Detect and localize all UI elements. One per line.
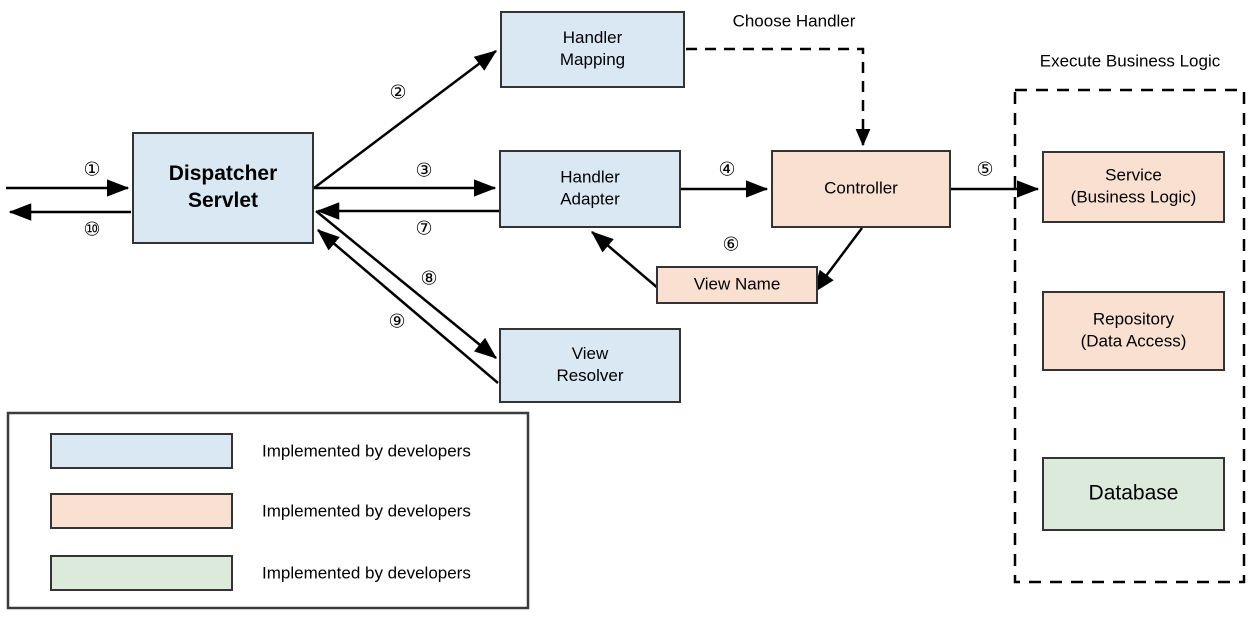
step-number-3: ③ [415,160,432,182]
node-repository-box[interactable] [1042,291,1225,371]
node-controller-label: Controller [824,178,898,197]
node-dispatcher-servlet-box[interactable] [132,132,314,244]
execute-business-logic-border [1013,88,1246,584]
legend-item-green: Implemented by developers [50,555,471,591]
step-number-10: ⑩ [83,219,100,241]
node-dispatcher-servlet-label: Servlet [188,189,258,212]
node-database-box[interactable] [1042,457,1225,531]
step-number-2: ② [389,82,406,104]
choose-handler-label: Choose Handler [733,11,856,30]
step-number-5: ⑤ [976,159,993,181]
legend-item-blue-swatch [50,433,233,469]
node-database[interactable]: Database [1042,457,1225,531]
connector-view-resolver-to-dispatcher [317,229,499,384]
node-view-resolver-label: Resolver [556,366,623,385]
node-handler-adapter-label: Adapter [560,189,620,208]
step-number-labels: ① ② ③ ④ ⑤ ⑥ ⑦ ⑧⑨ ⑩ [83,82,993,333]
node-handler-adapter-box[interactable] [499,150,681,228]
node-repository-label: (Data Access) [1081,331,1187,350]
connector-choose-handler-dashed [686,47,871,147]
legend-item-green-label: Implemented by developers [262,563,471,582]
node-view-resolver-label: View [572,344,609,363]
connector-view-name-to-handler-adapter [591,231,660,290]
step-number-7: ⑦ [415,218,432,240]
step-number-8: ⑧ [420,268,437,290]
step-number-6: ⑥ [722,234,739,256]
legend-item-peach-swatch [50,493,233,529]
node-service-label: Service [1105,165,1162,184]
node-service-box[interactable] [1042,151,1225,223]
node-database-label: Database [1089,482,1179,505]
legend-item-peach: Implemented by developers [50,493,471,529]
flow-connectors [6,47,1040,384]
node-handler-adapter-label: Handler [560,167,620,186]
node-controller-box[interactable] [771,150,951,228]
legend-item-blue: Implemented by developers [50,433,471,469]
node-service[interactable]: Service (Business Logic) [1042,151,1225,223]
node-dispatcher-servlet-label: Dispatcher [169,162,278,185]
step-number-9: ⑨ [388,311,405,333]
legend-item-blue-label: Implemented by developers [262,441,471,460]
connector-controller-to-view-name [813,227,863,293]
step-number-1: ① [83,159,100,181]
node-view-name-box[interactable] [656,266,818,304]
legend-item-green-swatch [50,555,233,591]
execute-business-logic-label: Execute Business Logic [1040,51,1221,70]
connector-dispatcher-to-handler-mapping [313,50,497,189]
execute-business-logic-group: Execute Business Logic [1013,51,1246,584]
node-handler-mapping-label: Handler [563,28,623,47]
legend-item-peach-label: Implemented by developers [262,501,471,520]
node-view-name[interactable]: View Name [656,266,818,304]
connector-dispatcher-to-view-resolver [315,210,497,359]
node-repository-label: Repository [1093,309,1175,328]
node-repository[interactable]: Repository (Data Access) [1042,291,1225,371]
node-view-resolver-box[interactable] [499,328,681,403]
node-controller[interactable]: Controller [771,150,951,228]
node-handler-mapping-box[interactable] [500,11,685,88]
diagram-annotations: Choose Handler [733,11,856,30]
node-service-label: (Business Logic) [1071,187,1197,206]
node-handler-mapping-label: Mapping [560,50,625,69]
step-number-4: ④ [718,159,735,181]
node-view-name-label: View Name [694,274,781,293]
diagram-nodes: DispatcherServletHandlerMappingHandlerAd… [132,11,1225,531]
